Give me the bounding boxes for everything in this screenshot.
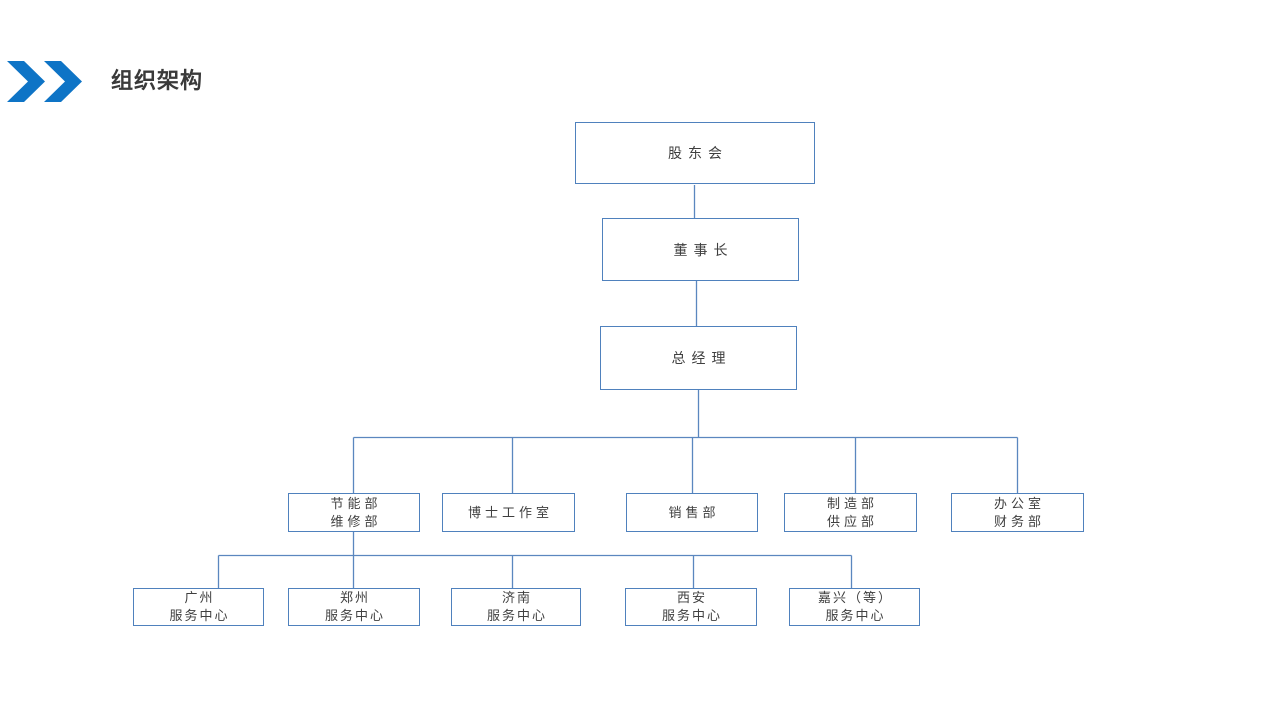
org-node-label: 供应部: [826, 513, 878, 529]
org-node-center-guangzhou: 广州 服务中心: [133, 588, 264, 626]
org-node-dept-manufacturing-supply: 制造部 供应部: [784, 493, 917, 532]
org-node-label: 维修部: [330, 513, 382, 529]
org-node-label: 总经理: [671, 350, 732, 366]
org-node-general-manager: 总经理: [600, 326, 797, 390]
org-node-label: 西安: [676, 590, 707, 605]
org-node-label: 财务部: [993, 513, 1045, 529]
org-node-center-jinan: 济南 服务中心: [451, 588, 581, 626]
org-node-center-xian: 西安 服务中心: [625, 588, 757, 626]
org-node-label: 办公室: [993, 495, 1045, 511]
org-node-label: 服务中心: [169, 608, 230, 623]
org-node-label: 董事长: [673, 241, 734, 258]
org-node-label: 广州: [184, 590, 215, 605]
org-node-label: 郑州: [339, 590, 370, 605]
org-node-dept-sales: 销售部: [626, 493, 758, 532]
org-node-label: 服务中心: [661, 608, 722, 623]
org-node-label: 服务中心: [324, 608, 385, 623]
org-node-dept-energy-saving-maintenance: 节能部 维修部: [288, 493, 420, 532]
org-node-label: 制造部: [826, 495, 878, 511]
org-node-label: 股东会: [668, 145, 728, 161]
page-title: 组织架构: [111, 68, 204, 93]
org-node-center-zhengzhou: 郑州 服务中心: [288, 588, 420, 626]
org-node-label: 节能部: [330, 495, 382, 511]
org-node-label: 服务中心: [486, 608, 547, 623]
org-node-label: 嘉兴（等）: [817, 590, 893, 605]
org-node-label: 销售部: [668, 504, 720, 520]
org-node-dept-doctor-studio: 博士工作室: [442, 493, 575, 532]
org-node-shareholders-meeting: 股东会: [575, 122, 815, 184]
double-chevron-icon: [7, 61, 82, 102]
slide-header: 组织架构: [0, 0, 1280, 110]
org-node-label: 服务中心: [825, 608, 886, 623]
org-node-dept-office-finance: 办公室 财务部: [951, 493, 1084, 532]
org-node-chairman: 董事长: [602, 218, 799, 281]
org-node-label: 博士工作室: [467, 504, 553, 520]
org-node-label: 济南: [501, 590, 532, 605]
org-node-center-jiaxing: 嘉兴（等） 服务中心: [789, 588, 920, 626]
